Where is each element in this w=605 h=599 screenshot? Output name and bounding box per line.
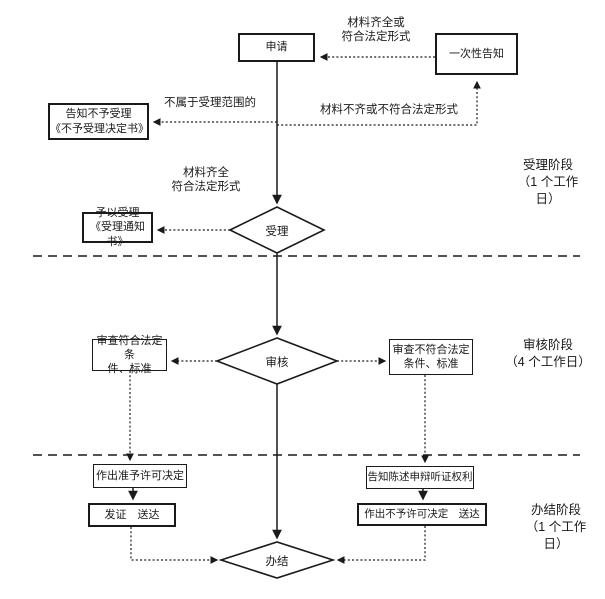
node-review-fail: 审查不符合法定 条件、标准 <box>389 339 473 375</box>
stage-label-review: 审核阶段 （4 个工作日） <box>505 338 591 369</box>
stage-label-closing: 办结阶段 （1 个工作 日） <box>525 503 587 551</box>
node-grant-acceptance: 予以受理 《受理通知书》 <box>82 207 153 248</box>
diamond-review <box>214 337 340 385</box>
edge-label-not-in-acceptance-scope: 不属于受理范围的 <box>164 97 256 109</box>
edge-label-materials-complete-legal: 材料齐全 符合法定形式 <box>171 167 241 194</box>
node-review-pass: 审查符合法定条 件、标准 <box>92 335 167 375</box>
edge-deliver-to-close <box>130 527 219 564</box>
edge-label-materials-complete-or-legal: 材料齐全或 符合法定形式 <box>341 17 411 44</box>
diamond-accept-label: 受理 <box>265 226 289 238</box>
node-decision-approve: 作出准予许可决定 <box>93 464 187 488</box>
diamond-review-label: 审核 <box>265 357 289 369</box>
node-decision-deny: 作出不予许可决定 送达 <box>357 503 487 526</box>
node-apply: 申请 <box>238 33 315 62</box>
edge-label-materials-incomplete: 材料不齐或不符合法定形式 <box>320 104 458 116</box>
edge-deny-to-close <box>336 526 426 564</box>
node-one-time-notice: 一次性告知 <box>435 33 518 75</box>
node-notify-rights: 告知陈述申辩听证权利 <box>366 466 474 489</box>
edge-incomplete-to-notice <box>277 80 481 126</box>
stage-label-acceptance: 受理阶段 （1 个工作 日） <box>517 158 579 206</box>
diamond-close <box>218 541 336 579</box>
node-notify-rejection: 告知不予受理 《不予受理决定书》 <box>48 103 149 140</box>
node-issue-deliver: 发证 送达 <box>88 503 176 527</box>
diamond-accept <box>228 206 326 254</box>
diamond-close-label: 办结 <box>265 556 289 568</box>
